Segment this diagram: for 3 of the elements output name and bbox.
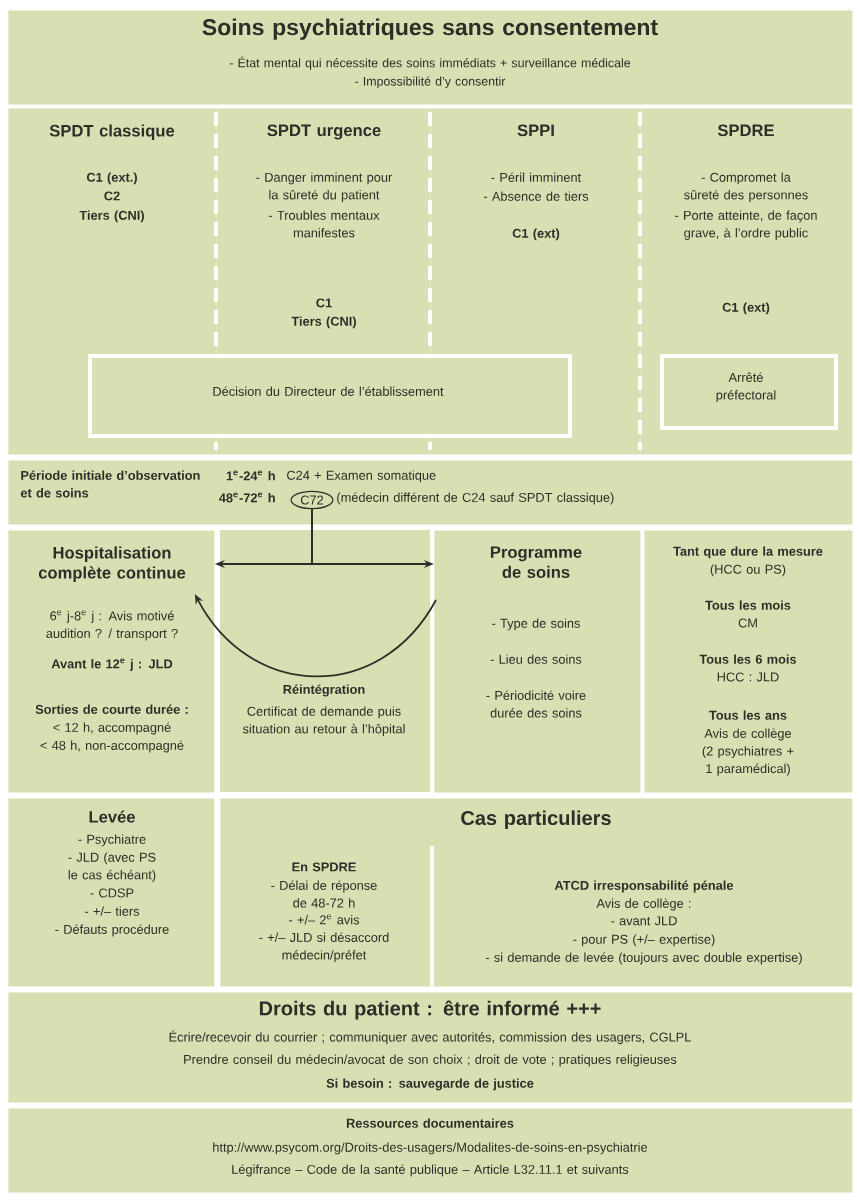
node-label: SPPI	[517, 124, 554, 137]
node-label: SPDT classique	[49, 124, 175, 140]
node-label: SPDT urgence	[267, 124, 381, 140]
